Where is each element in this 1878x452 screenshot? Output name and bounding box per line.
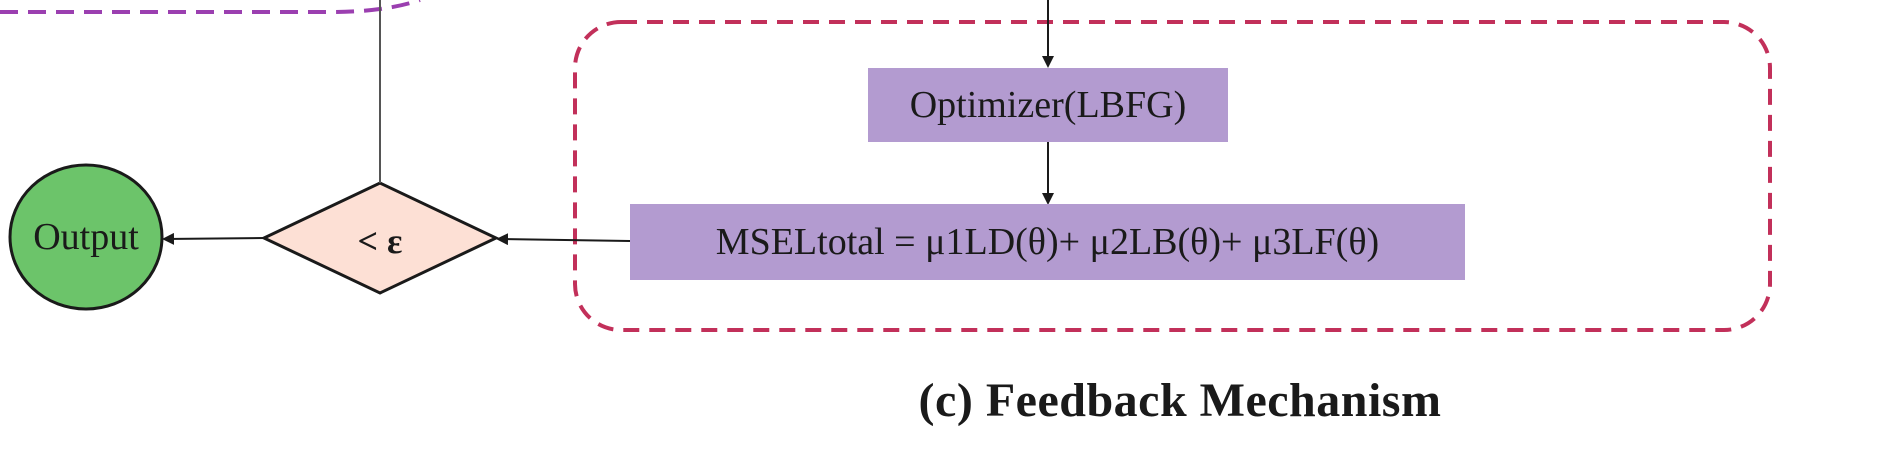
loss-to-decision-arrow [496, 233, 631, 246]
decision-diamond [260, 181, 500, 295]
output-circle [8, 163, 164, 311]
upper-group-border [0, 0, 421, 14]
output-label: Output [33, 216, 139, 258]
loss-formula-label: MSELtotal = μ1LD(θ)+ μ2LB(θ)+ μ3LF(θ) [715, 221, 1380, 263]
decision-label: < ε [357, 221, 403, 261]
loss-box [630, 204, 1465, 280]
feedback-group-border [573, 20, 1772, 332]
decision-to-output-arrow [162, 232, 265, 245]
optimizer-box [868, 68, 1228, 142]
diagram-caption: (c) Feedback Mechanism [918, 373, 1442, 427]
optimizer-label: Optimizer(LBFG) [909, 84, 1187, 126]
